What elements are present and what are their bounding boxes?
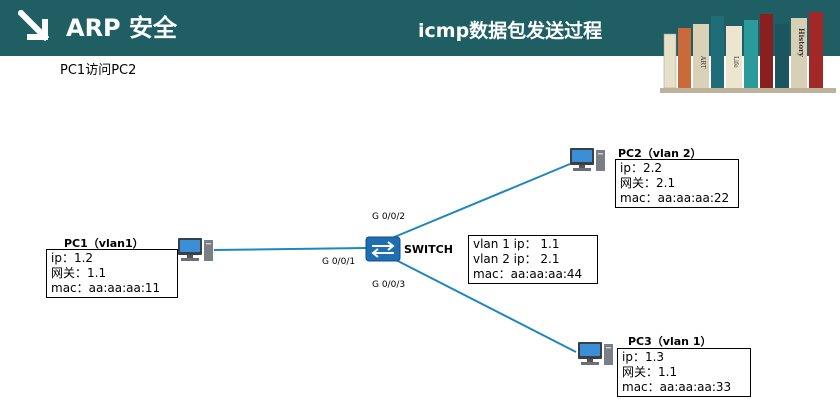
pc3-label: PC3（vlan 1）: [628, 335, 712, 348]
link-switch-pc2: [391, 163, 571, 239]
pc3-mac: mac：aa:aa:aa:33: [622, 380, 732, 394]
book-spine-life: Life: [732, 56, 739, 68]
pc3-gateway: 网关：1.1: [622, 365, 678, 379]
pc1-label: PC1（vlan1）: [64, 237, 144, 250]
book-spine-art: ART: [699, 55, 706, 69]
pc2-computer-icon: [570, 148, 605, 171]
switch-mac: mac：aa:aa:aa:44: [473, 267, 583, 281]
pc1-info-box: ip：1.2 网关：1.1 mac：aa:aa:aa:11: [46, 249, 178, 298]
pc3-computer-icon: [578, 342, 613, 365]
pc2-gateway: 网关：2.1: [620, 176, 676, 190]
scenario-label: PC1访问PC2: [60, 63, 137, 78]
switch-info-box: vlan 1 ip： 1.1 vlan 2 ip： 2.1 mac：aa:aa:…: [468, 235, 598, 284]
pc2-ip: ip：2.2: [620, 161, 663, 175]
pc1-ip: ip：1.2: [51, 251, 94, 265]
switch-icon: [365, 236, 401, 262]
switch-label: SWITCH: [404, 243, 453, 256]
port-g001-label: G 0/0/1: [322, 257, 356, 267]
pc1-gateway: 网关：1.1: [51, 266, 107, 280]
pc2-info-box: ip：2.2 网关：2.1 mac：aa:aa:aa:22: [615, 159, 739, 208]
pc2-label: PC2（vlan 2）: [618, 147, 702, 160]
page-title: ARP 安全: [66, 14, 177, 42]
page-subtitle: icmp数据包发送过程: [418, 20, 603, 42]
link-pc1-switch: [213, 247, 367, 251]
pc1-computer-icon: [178, 238, 213, 261]
books-illustration: ART Life History: [660, 12, 836, 93]
pc1-mac: mac：aa:aa:aa:11: [51, 281, 161, 295]
switch-vlan2-ip: vlan 2 ip： 2.1: [473, 252, 560, 266]
pc2-mac: mac：aa:aa:aa:22: [620, 191, 730, 205]
pc3-info-box: ip：1.3 网关：1.1 mac：aa:aa:aa:33: [617, 348, 751, 397]
link-switch-pc3: [391, 257, 577, 353]
arrow-logo-icon: [18, 10, 50, 42]
port-g002-label: G 0/0/2: [372, 212, 406, 222]
book-spine-history: History: [797, 28, 806, 58]
pc3-ip: ip：1.3: [622, 350, 665, 364]
switch-vlan1-ip: vlan 1 ip： 1.1: [473, 237, 560, 251]
port-g003-label: G 0/0/3: [372, 280, 406, 290]
